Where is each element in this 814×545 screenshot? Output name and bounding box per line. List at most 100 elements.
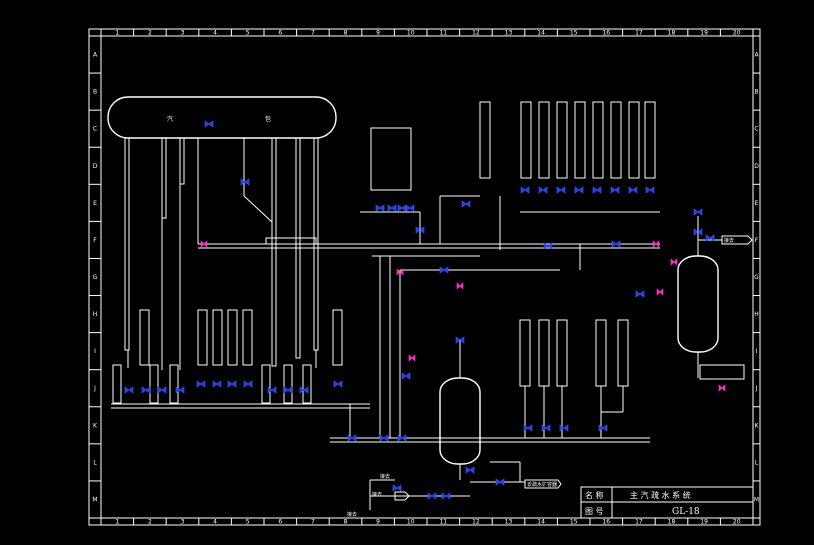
valve-icon: [240, 178, 250, 186]
valve-icon: [267, 386, 277, 394]
grid-column-label: 5: [246, 30, 250, 37]
outlet-left-1: 接去: [372, 491, 382, 498]
steam-drum-label-right: 包: [265, 115, 271, 123]
grid-column-label: 18: [668, 519, 676, 526]
grid-row-label: H: [754, 311, 759, 318]
grid-row-label: M: [92, 496, 97, 503]
valve-icon: [375, 204, 385, 212]
valve-icon: [243, 380, 253, 388]
valve-icon: [157, 386, 167, 394]
title-name-label: 名 称: [585, 490, 604, 500]
control-valve-icon: [408, 354, 416, 362]
grid-column-label: 3: [181, 30, 185, 37]
grid-row-label: J: [755, 385, 758, 392]
grid-column-label: 9: [376, 30, 380, 37]
valve-icon: [124, 386, 134, 394]
grid-column-label: 16: [602, 30, 610, 37]
valve-icon: [415, 226, 425, 234]
valve-icon: [441, 492, 451, 500]
valve-icon: [628, 186, 638, 194]
valve-icon: [439, 266, 449, 274]
grid-column-label: 3: [181, 519, 185, 526]
title-number-label: 图 号: [585, 507, 604, 516]
outlet-left-2: 接去: [380, 473, 390, 480]
title-block: 名 称 主 汽 疏 水 系 统 图 号 GL-18: [580, 486, 754, 519]
valve-icon: [559, 424, 569, 432]
grid-column-label: 14: [537, 519, 545, 526]
valve-icon: [705, 234, 715, 242]
control-valve-icon: [718, 384, 726, 392]
grid-row-label: K: [93, 422, 98, 429]
valve-icon: [392, 484, 402, 492]
valve-group: [124, 120, 726, 500]
valve-icon: [461, 200, 471, 208]
grid-row-label: C: [754, 126, 758, 133]
blowdown-tank: [677, 216, 745, 380]
grid-column-label: 10: [407, 30, 415, 37]
valve-icon: [175, 386, 185, 394]
grid-column-label: 4: [213, 519, 217, 526]
valve-icon: [610, 186, 620, 194]
grid-column-label: 10: [407, 519, 415, 526]
grid-row-label: B: [93, 89, 97, 96]
grid-column-label: 12: [472, 30, 480, 37]
valve-icon: [635, 290, 645, 298]
grid-row-label: I: [94, 348, 96, 355]
grid-column-label: 19: [700, 519, 708, 526]
grid-row-label: G: [93, 274, 98, 281]
grid-column-label: 17: [635, 519, 643, 526]
grid-row-label: H: [93, 311, 98, 318]
grid-column-label: 6: [278, 519, 282, 526]
outer-frame: [88, 28, 761, 526]
valve-icon: [401, 372, 411, 380]
grid-row-label: F: [755, 237, 759, 244]
grid-row-label: L: [755, 459, 759, 466]
control-valve-icon: [396, 268, 404, 276]
grid-row-label: A: [754, 52, 759, 59]
grid-column-label: 6: [278, 30, 282, 37]
grid-row-label: E: [755, 200, 759, 207]
valve-icon: [405, 204, 415, 212]
title-name-value: 主 汽 疏 水 系 统: [630, 490, 691, 500]
valve-icon: [141, 386, 151, 394]
grid-column-label: 15: [570, 519, 578, 526]
valve-icon: [693, 228, 703, 236]
valve-icon: [397, 434, 407, 442]
valve-icon: [427, 492, 437, 500]
valve-icon: [645, 186, 655, 194]
control-valve-icon: [200, 240, 208, 248]
valve-icon: [397, 204, 407, 212]
control-valve-icon: [456, 282, 464, 290]
valve-icon: [212, 380, 222, 388]
valve-icon: [541, 424, 551, 432]
grid-row-label: J: [93, 385, 96, 392]
valve-icon: [592, 186, 602, 194]
grid-row-label: L: [93, 459, 97, 466]
grid-row-label: M: [754, 496, 759, 503]
valve-icon: [379, 434, 389, 442]
valve-icon: [598, 424, 608, 432]
grid-column-label: 9: [376, 519, 380, 526]
grid-column-label: 14: [537, 30, 545, 37]
grid-row-label: B: [754, 89, 758, 96]
valve-icon: [538, 186, 548, 194]
steam-drum-label-left: 汽: [167, 115, 173, 123]
control-valve-icon: [656, 288, 664, 296]
valve-icon: [495, 478, 505, 486]
title-number-value: GL-18: [672, 507, 700, 517]
outlet-right: 接去: [724, 237, 734, 244]
grid-column-label: 20: [733, 519, 741, 526]
valve-icon: [299, 386, 309, 394]
outlet-bottom: 去疏水扩容器: [527, 481, 557, 488]
grid-row-label: I: [756, 348, 758, 355]
valve-icon: [693, 208, 703, 216]
bottom-outlets: [265, 235, 753, 510]
valve-icon: [523, 424, 533, 432]
valve-icon: [465, 466, 475, 474]
grid-row-label: K: [755, 422, 760, 429]
grid-column-label: 18: [668, 30, 676, 37]
valve-icon: [283, 386, 293, 394]
grid-column-label: 13: [505, 519, 513, 526]
